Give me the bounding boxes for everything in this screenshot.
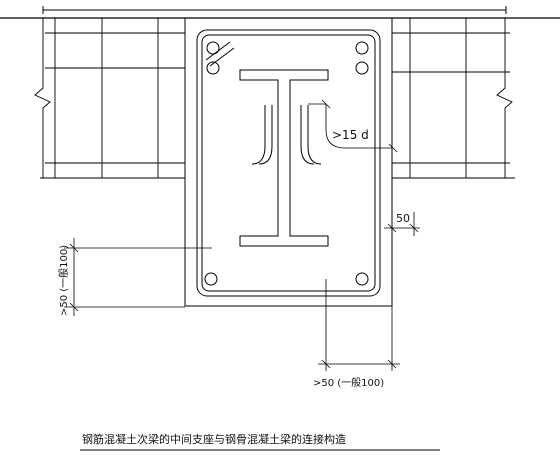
- dim-horizontal: [318, 279, 400, 371]
- rebar-top-right: [355, 41, 369, 55]
- dim-vertical: [64, 238, 212, 316]
- rebar-bottom-right: [355, 272, 369, 286]
- dim-edge: [384, 178, 420, 240]
- left-secondary-beam: [34, 18, 185, 179]
- rebar-top-right-inner: [355, 61, 369, 75]
- label-overlap: >15 d: [332, 128, 369, 142]
- dim-overlap: [308, 99, 398, 153]
- label-edge: 50: [396, 212, 410, 225]
- rebar-bottom-left: [204, 272, 218, 286]
- right-secondary-beam: [392, 18, 515, 179]
- rebar-top-left-inner: [206, 61, 220, 75]
- top-slab: [0, 6, 560, 19]
- drawing-caption: 钢筋混凝土次梁的中间支座与钢骨混凝土梁的连接构造: [82, 432, 346, 446]
- anchored-bars: [251, 105, 322, 165]
- steel-i-section: [239, 69, 329, 247]
- label-horizontal: >50 (一般100): [313, 376, 384, 389]
- longitudinal-bars: [204, 41, 369, 286]
- label-vertical: >50 (一般100): [57, 245, 70, 316]
- rebar-top-left: [206, 41, 220, 55]
- main-beam-section: [184, 17, 393, 307]
